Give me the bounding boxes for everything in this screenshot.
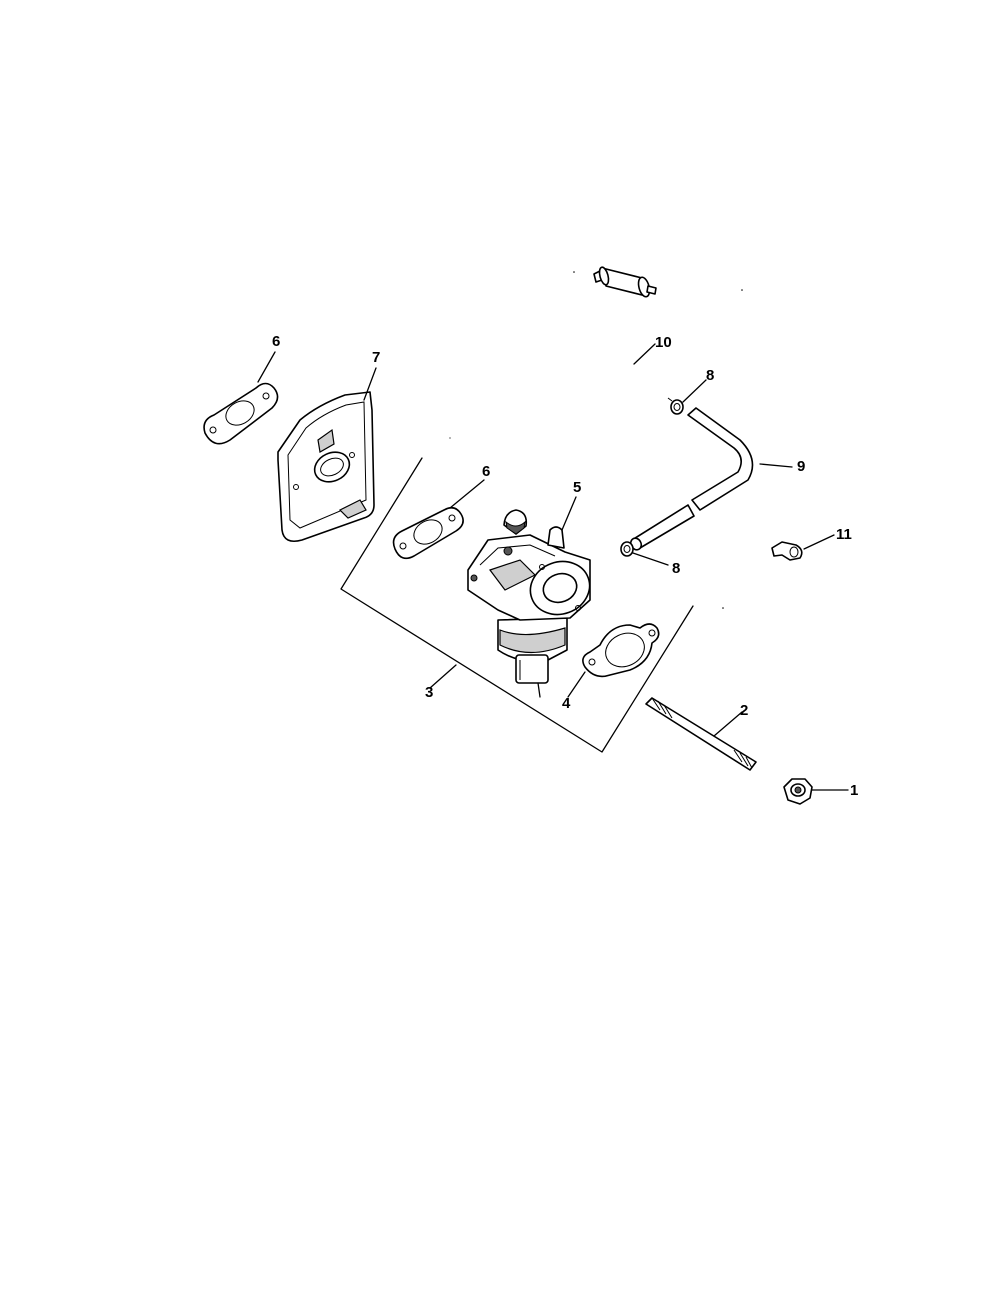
callout-label-7: 7 [372, 349, 380, 366]
callout-label-5: 5 [573, 479, 581, 496]
callout-label-11: 11 [836, 526, 852, 543]
callout-label-8-upper: 8 [706, 367, 714, 384]
hose-clamp-part-8-upper [667, 397, 684, 415]
callout-label-8-lower: 8 [672, 560, 680, 577]
nut-part-1 [783, 778, 813, 805]
callout-label-6-middle: 6 [482, 463, 490, 480]
hose-clip-part-11 [771, 541, 803, 561]
hose-clamp-part-8-lower [620, 541, 634, 557]
stud-part-2 [645, 697, 757, 771]
callout-label-4: 4 [562, 695, 571, 712]
callout-label-9: 9 [797, 458, 805, 475]
fuel-filter-part-10 [593, 266, 657, 298]
scan-speckles [449, 271, 743, 609]
assembly-bracket-part-3 [340, 457, 694, 753]
callout-label-6-left: 6 [272, 333, 280, 350]
callout-label-2: 2 [740, 702, 748, 719]
callout-labels: 6 7 6 5 3 4 10 8 9 8 11 2 1 [272, 333, 858, 799]
gasket-part-6-middle [392, 506, 464, 560]
callout-label-1: 1 [850, 782, 858, 799]
leader-lines [257, 343, 849, 791]
gasket-part-4 [582, 623, 660, 678]
carburetor-part-5 [467, 509, 591, 698]
base-plate-part-7 [277, 391, 375, 543]
callout-label-3: 3 [425, 684, 433, 701]
gasket-part-6-left [203, 382, 279, 445]
fuel-hose-part-9 [629, 407, 754, 551]
callout-label-10: 10 [655, 334, 672, 351]
